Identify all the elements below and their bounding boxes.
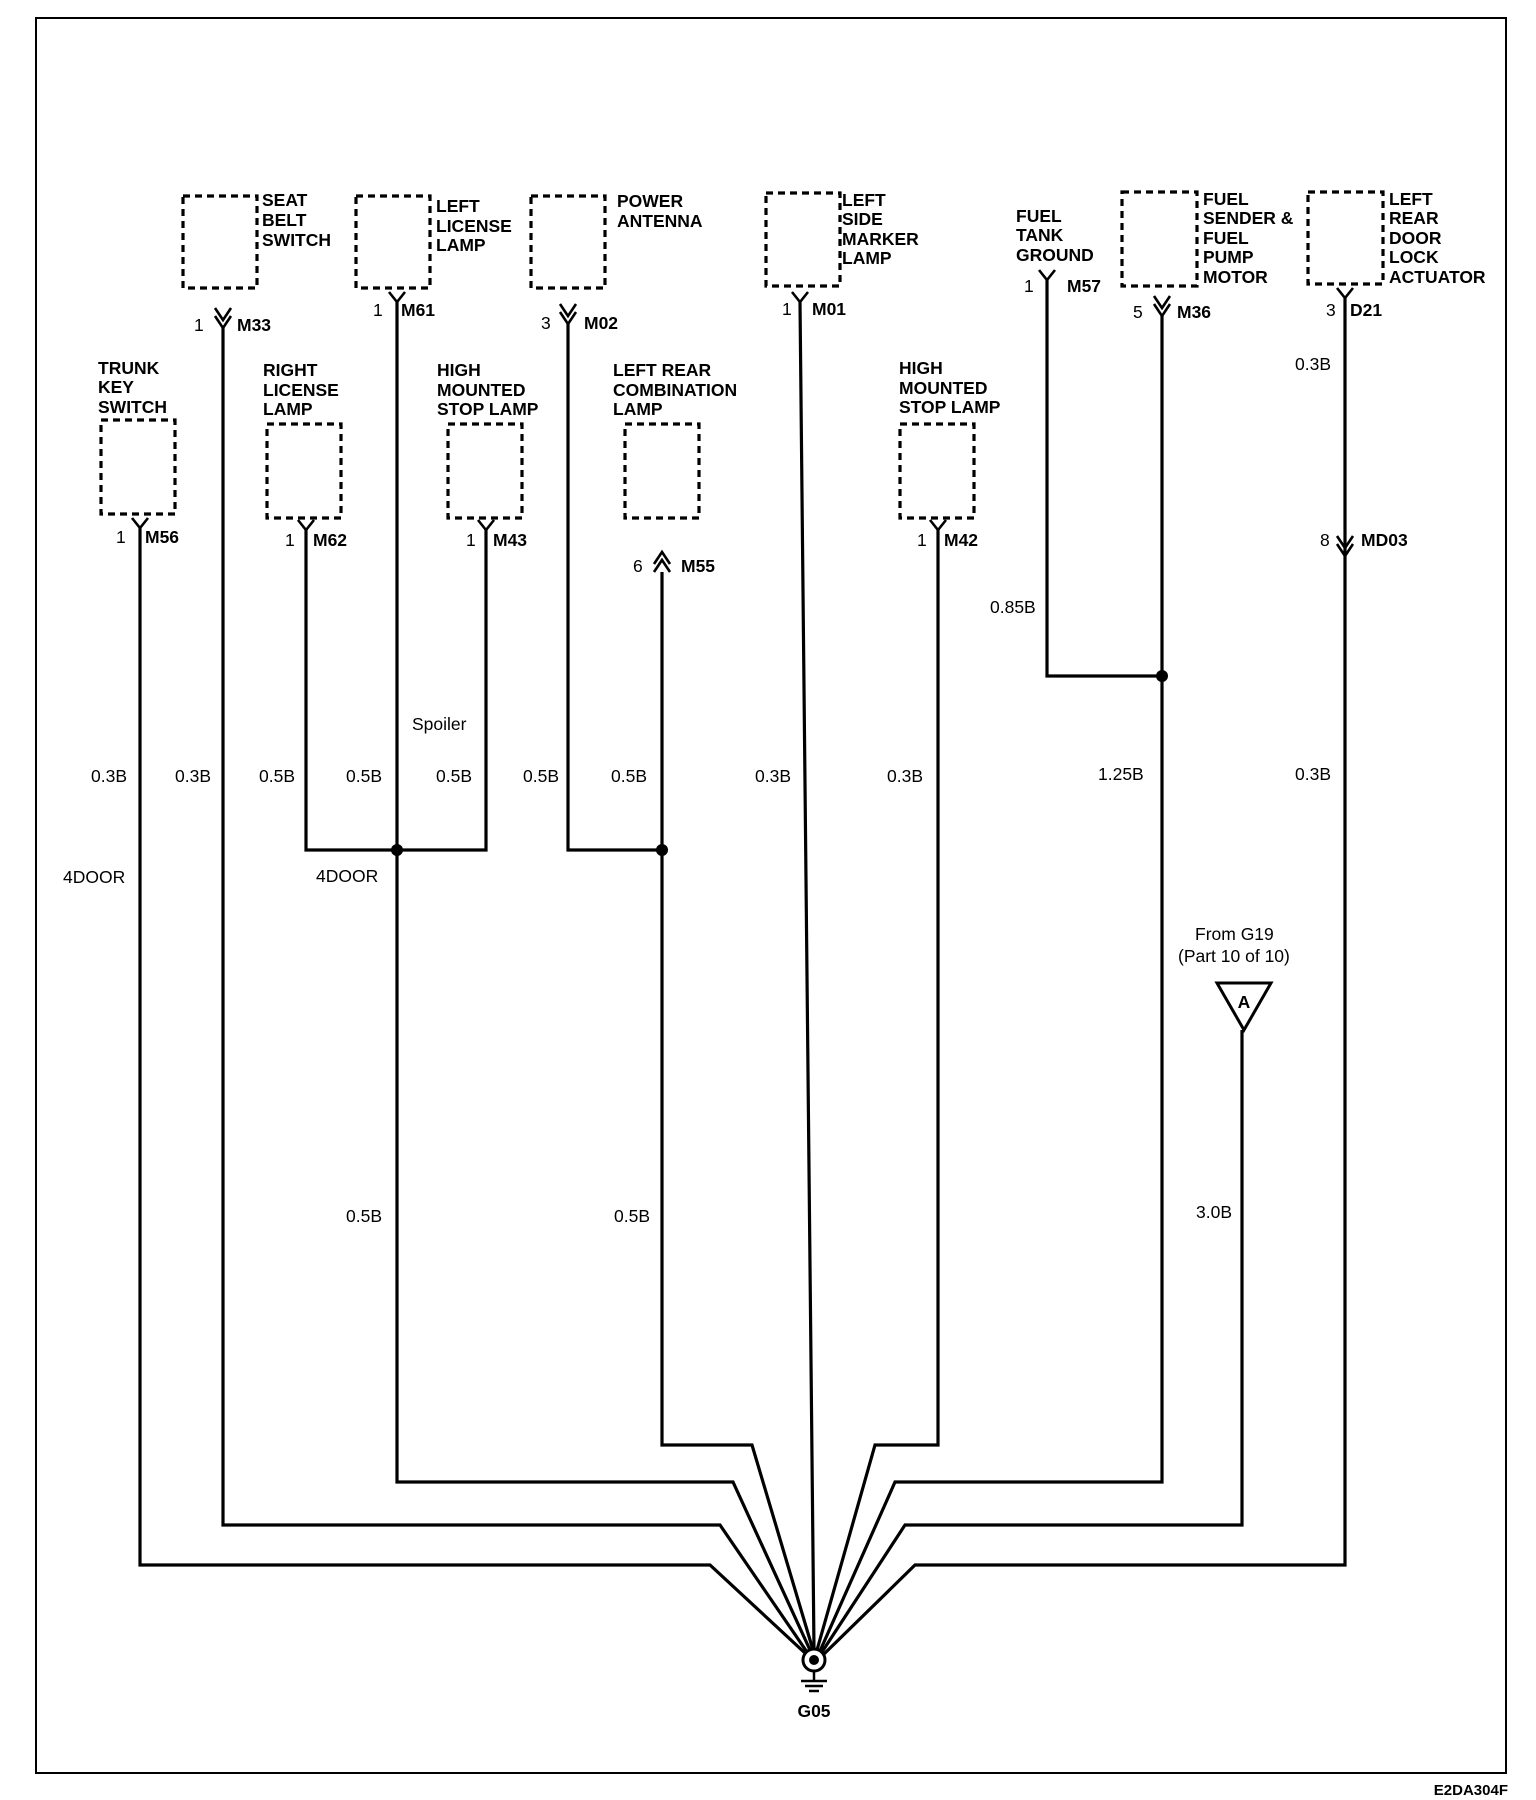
ground-label: G05 xyxy=(797,1701,830,1721)
fuel-sender-pin: 5 xyxy=(1133,302,1143,322)
hmsl-1-label: HIGH MOUNTED STOP LAMP xyxy=(437,360,539,419)
svg-text:0.5B: 0.5B xyxy=(346,766,382,786)
wires xyxy=(138,280,1347,1656)
svg-text:0.3B: 0.3B xyxy=(175,766,211,786)
hmsl-2-label: HIGH MOUNTED STOP LAMP xyxy=(899,358,1001,417)
svg-text:0.3B: 0.3B xyxy=(1295,764,1331,784)
trunk-key-switch: TRUNK KEY SWITCH 1 M56 xyxy=(98,358,179,547)
high-mounted-stop-lamp-1: HIGH MOUNTED STOP LAMP 1 M43 xyxy=(437,360,539,550)
trunk-key-switch-connector: M56 xyxy=(145,527,179,547)
fuel-tank-ground-label: FUEL TANK GROUND xyxy=(1016,206,1094,265)
door-lock-pin: 3 xyxy=(1326,300,1336,320)
svg-text:0.5B: 0.5B xyxy=(259,766,295,786)
splice-dot-1 xyxy=(391,844,403,856)
fuel-tank-ground-connector: M57 xyxy=(1067,276,1101,296)
svg-text:0.5B: 0.5B xyxy=(346,1206,382,1226)
lrcl-label: LEFT REAR COMBINATION LAMP xyxy=(613,360,742,419)
door-lock-label: LEFT REAR DOOR LOCK ACTUATOR xyxy=(1389,189,1486,287)
power-antenna-label: POWER ANTENNA xyxy=(617,191,703,231)
power-antenna-connector: M02 xyxy=(584,313,618,333)
svg-text:3.0B: 3.0B xyxy=(1196,1202,1232,1222)
left-side-marker-lamp-connector: M01 xyxy=(812,299,846,319)
left-side-marker-lamp: LEFT SIDE MARKER LAMP 1 M01 xyxy=(764,190,924,319)
spoiler-note: Spoiler xyxy=(412,714,467,734)
svg-text:0.3B: 0.3B xyxy=(887,766,923,786)
diagram-border xyxy=(35,17,1507,1774)
svg-text:0.5B: 0.5B xyxy=(436,766,472,786)
door-lock-connector: D21 xyxy=(1350,300,1382,320)
svg-text:0.85B: 0.85B xyxy=(990,597,1036,617)
seat-belt-switch-label: SEAT BELT SWITCH xyxy=(262,190,331,250)
seat-belt-switch: SEAT BELT SWITCH 1 M33 xyxy=(181,190,331,335)
left-license-lamp-pin: 1 xyxy=(373,300,383,320)
svg-text:1.25B: 1.25B xyxy=(1098,764,1144,784)
seat-belt-switch-pin: 1 xyxy=(194,315,204,335)
svg-text:(Part 10 of 10): (Part 10 of 10) xyxy=(1178,946,1290,966)
wire-labels: 0.3B 0.3B 0.5B 0.5B 0.5B 0.5B 0.5B 0.3B … xyxy=(91,354,1331,1226)
hmsl-2-pin: 1 xyxy=(917,530,927,550)
fuel-sender-label: FUEL SENDER & FUEL PUMP MOTOR xyxy=(1203,189,1298,287)
power-antenna: POWER ANTENNA 3 M02 xyxy=(529,191,703,333)
high-mounted-stop-lamp-2: HIGH MOUNTED STOP LAMP 1 M42 xyxy=(898,358,1001,550)
power-antenna-pin: 3 xyxy=(541,313,551,333)
right-license-lamp-label: RIGHT LICENSE LAMP xyxy=(263,360,344,419)
svg-text:0.5B: 0.5B xyxy=(614,1206,650,1226)
connector-triangle-icon xyxy=(1214,981,1274,1034)
right-license-lamp-connector: M62 xyxy=(313,530,347,550)
hmsl-1-pin: 1 xyxy=(466,530,476,550)
four-door-note-a: 4DOOR xyxy=(63,867,125,887)
left-side-marker-lamp-label: LEFT SIDE MARKER LAMP xyxy=(842,190,924,268)
left-side-marker-lamp-pin: 1 xyxy=(782,299,792,319)
md03-pin: 8 xyxy=(1320,530,1330,550)
four-door-note-b: 4DOOR xyxy=(316,866,378,886)
trunk-key-switch-label: TRUNK KEY SWITCH xyxy=(98,358,167,417)
connector-symbols xyxy=(130,269,1355,573)
trunk-key-switch-pin: 1 xyxy=(116,527,126,547)
right-license-lamp-pin: 1 xyxy=(285,530,295,550)
fuel-tank-ground: FUEL TANK GROUND 1 M57 xyxy=(1016,206,1101,296)
md03-connector: MD03 xyxy=(1361,530,1408,550)
svg-text:0.3B: 0.3B xyxy=(1295,354,1331,374)
lrcl-connector: M55 xyxy=(681,556,715,576)
left-license-lamp: LEFT LICENSE LAMP 1 M61 xyxy=(354,194,517,320)
svg-text:A: A xyxy=(1238,992,1251,1012)
fuel-tank-ground-pin: 1 xyxy=(1024,276,1034,296)
hmsl-2-connector: M42 xyxy=(944,530,978,550)
fuel-sender-pump-motor: FUEL SENDER & FUEL PUMP MOTOR 5 M36 xyxy=(1120,189,1298,322)
seat-belt-switch-connector: M33 xyxy=(237,315,271,335)
splice-dot-3 xyxy=(1156,670,1168,682)
lrcl-pin: 6 xyxy=(633,556,643,576)
svg-text:0.5B: 0.5B xyxy=(523,766,559,786)
fuel-sender-connector: M36 xyxy=(1177,302,1211,322)
svg-text:From G19: From G19 xyxy=(1195,924,1274,944)
left-rear-door-lock-actuator: LEFT REAR DOOR LOCK ACTUATOR 3 D21 xyxy=(1306,189,1486,320)
ground-g05: G05 xyxy=(797,1647,831,1721)
from-g19-reference: From G19 (Part 10 of 10) A xyxy=(1178,924,1290,1034)
right-license-lamp: RIGHT LICENSE LAMP 1 M62 xyxy=(263,360,347,550)
svg-text:0.5B: 0.5B xyxy=(611,766,647,786)
left-license-lamp-label: LEFT LICENSE LAMP xyxy=(436,196,517,255)
splice-dot-2 xyxy=(656,844,668,856)
svg-text:0.3B: 0.3B xyxy=(91,766,127,786)
left-rear-combination-lamp: LEFT REAR COMBINATION LAMP 6 M55 xyxy=(613,360,742,576)
left-license-lamp-connector: M61 xyxy=(401,300,435,320)
diagram-code: E2DA304F xyxy=(1434,1782,1508,1799)
svg-text:0.3B: 0.3B xyxy=(755,766,791,786)
hmsl-1-connector: M43 xyxy=(493,530,527,550)
